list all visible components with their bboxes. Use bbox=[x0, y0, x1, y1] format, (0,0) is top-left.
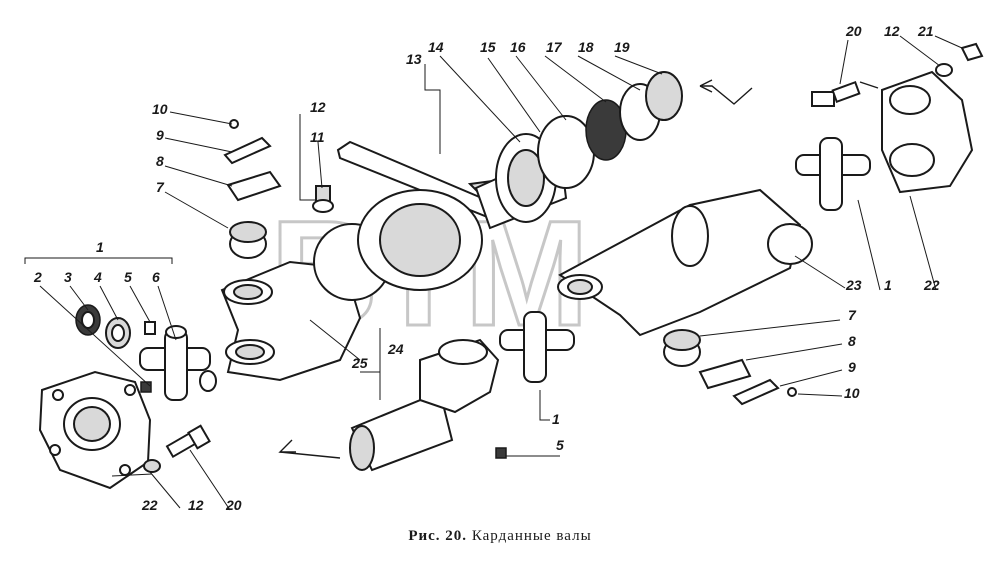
callout-8-right: 8 bbox=[848, 333, 856, 349]
figure-number: Рис. 20. bbox=[408, 528, 468, 544]
nipple-5-center bbox=[495, 447, 507, 459]
callout-1-center: 1 bbox=[552, 411, 560, 427]
nut-21 bbox=[960, 42, 984, 62]
callout-7-right: 7 bbox=[848, 307, 857, 323]
callout-25: 25 bbox=[351, 355, 368, 371]
callout-22-right: 22 bbox=[923, 277, 940, 293]
ring-19 bbox=[645, 71, 683, 121]
callout-1-left: 1 bbox=[96, 239, 104, 255]
lock-9-right bbox=[732, 378, 780, 406]
callout-17: 17 bbox=[546, 39, 563, 55]
bolt-20-right bbox=[811, 80, 861, 107]
washer-12-left bbox=[143, 459, 161, 473]
cap-7-left bbox=[229, 221, 267, 259]
callout-3: 3 bbox=[64, 269, 72, 285]
bolt-10-right bbox=[787, 387, 797, 397]
callout-21: 21 bbox=[917, 23, 934, 39]
arrow-right-small bbox=[859, 81, 879, 89]
callout-11: 11 bbox=[310, 129, 325, 145]
callout-10-left: 10 bbox=[152, 101, 168, 117]
callout-12-right: 12 bbox=[884, 23, 900, 39]
nipple-2 bbox=[140, 381, 152, 393]
callout-1-right: 1 bbox=[884, 277, 892, 293]
callout-23: 23 bbox=[845, 277, 862, 293]
callout-14: 14 bbox=[428, 39, 444, 55]
callout-8-left: 8 bbox=[156, 153, 164, 169]
callout-numbers: 1 2 3 4 5 6 7 8 9 10 12 20 22 11 12 13 1… bbox=[33, 23, 940, 513]
flange-22-left bbox=[38, 370, 152, 490]
figure-caption: Рис. 20. Карданные валы bbox=[0, 528, 1000, 545]
cross-1-right bbox=[795, 137, 871, 211]
lock-9-left bbox=[223, 136, 272, 165]
callout-9-left: 9 bbox=[156, 127, 164, 143]
cross-6 bbox=[139, 325, 217, 401]
leader-lines bbox=[24, 35, 963, 511]
callout-5-center: 5 bbox=[556, 437, 564, 453]
washer-12-right bbox=[935, 63, 953, 77]
plate-8-right bbox=[698, 358, 752, 390]
callout-22-left: 22 bbox=[141, 497, 158, 513]
plate-8-left bbox=[226, 170, 282, 202]
callout-20-right: 20 bbox=[845, 23, 862, 39]
callout-15: 15 bbox=[480, 39, 496, 55]
callout-6: 6 bbox=[152, 269, 160, 285]
callout-12-left: 12 bbox=[188, 497, 204, 513]
nipple-5-left bbox=[144, 321, 156, 335]
callout-5-left: 5 bbox=[124, 269, 132, 285]
cap-7-right bbox=[663, 329, 701, 367]
callout-7-left: 7 bbox=[156, 179, 165, 195]
callout-24: 24 bbox=[387, 341, 404, 357]
callout-18: 18 bbox=[578, 39, 594, 55]
spline-shaft bbox=[474, 71, 683, 230]
callout-16: 16 bbox=[510, 39, 526, 55]
cross-1-center bbox=[499, 311, 575, 383]
shaft-25 bbox=[349, 338, 500, 472]
flange-22-right bbox=[881, 70, 974, 194]
arrow-top-right bbox=[700, 85, 753, 105]
arrow-bottom-left bbox=[279, 451, 341, 459]
bolt-20-left bbox=[165, 424, 211, 459]
yoke-23 bbox=[557, 188, 813, 337]
callout-20-left: 20 bbox=[225, 497, 242, 513]
callout-19: 19 bbox=[614, 39, 630, 55]
figure-title: Карданные валы bbox=[471, 528, 592, 544]
callout-10-right: 10 bbox=[844, 385, 860, 401]
nipple-11 bbox=[312, 185, 334, 213]
callout-9-right: 9 bbox=[848, 359, 856, 375]
callout-13: 13 bbox=[406, 51, 422, 67]
callout-4: 4 bbox=[93, 269, 102, 285]
callout-2: 2 bbox=[33, 269, 42, 285]
callout-12-center: 12 bbox=[310, 99, 326, 115]
